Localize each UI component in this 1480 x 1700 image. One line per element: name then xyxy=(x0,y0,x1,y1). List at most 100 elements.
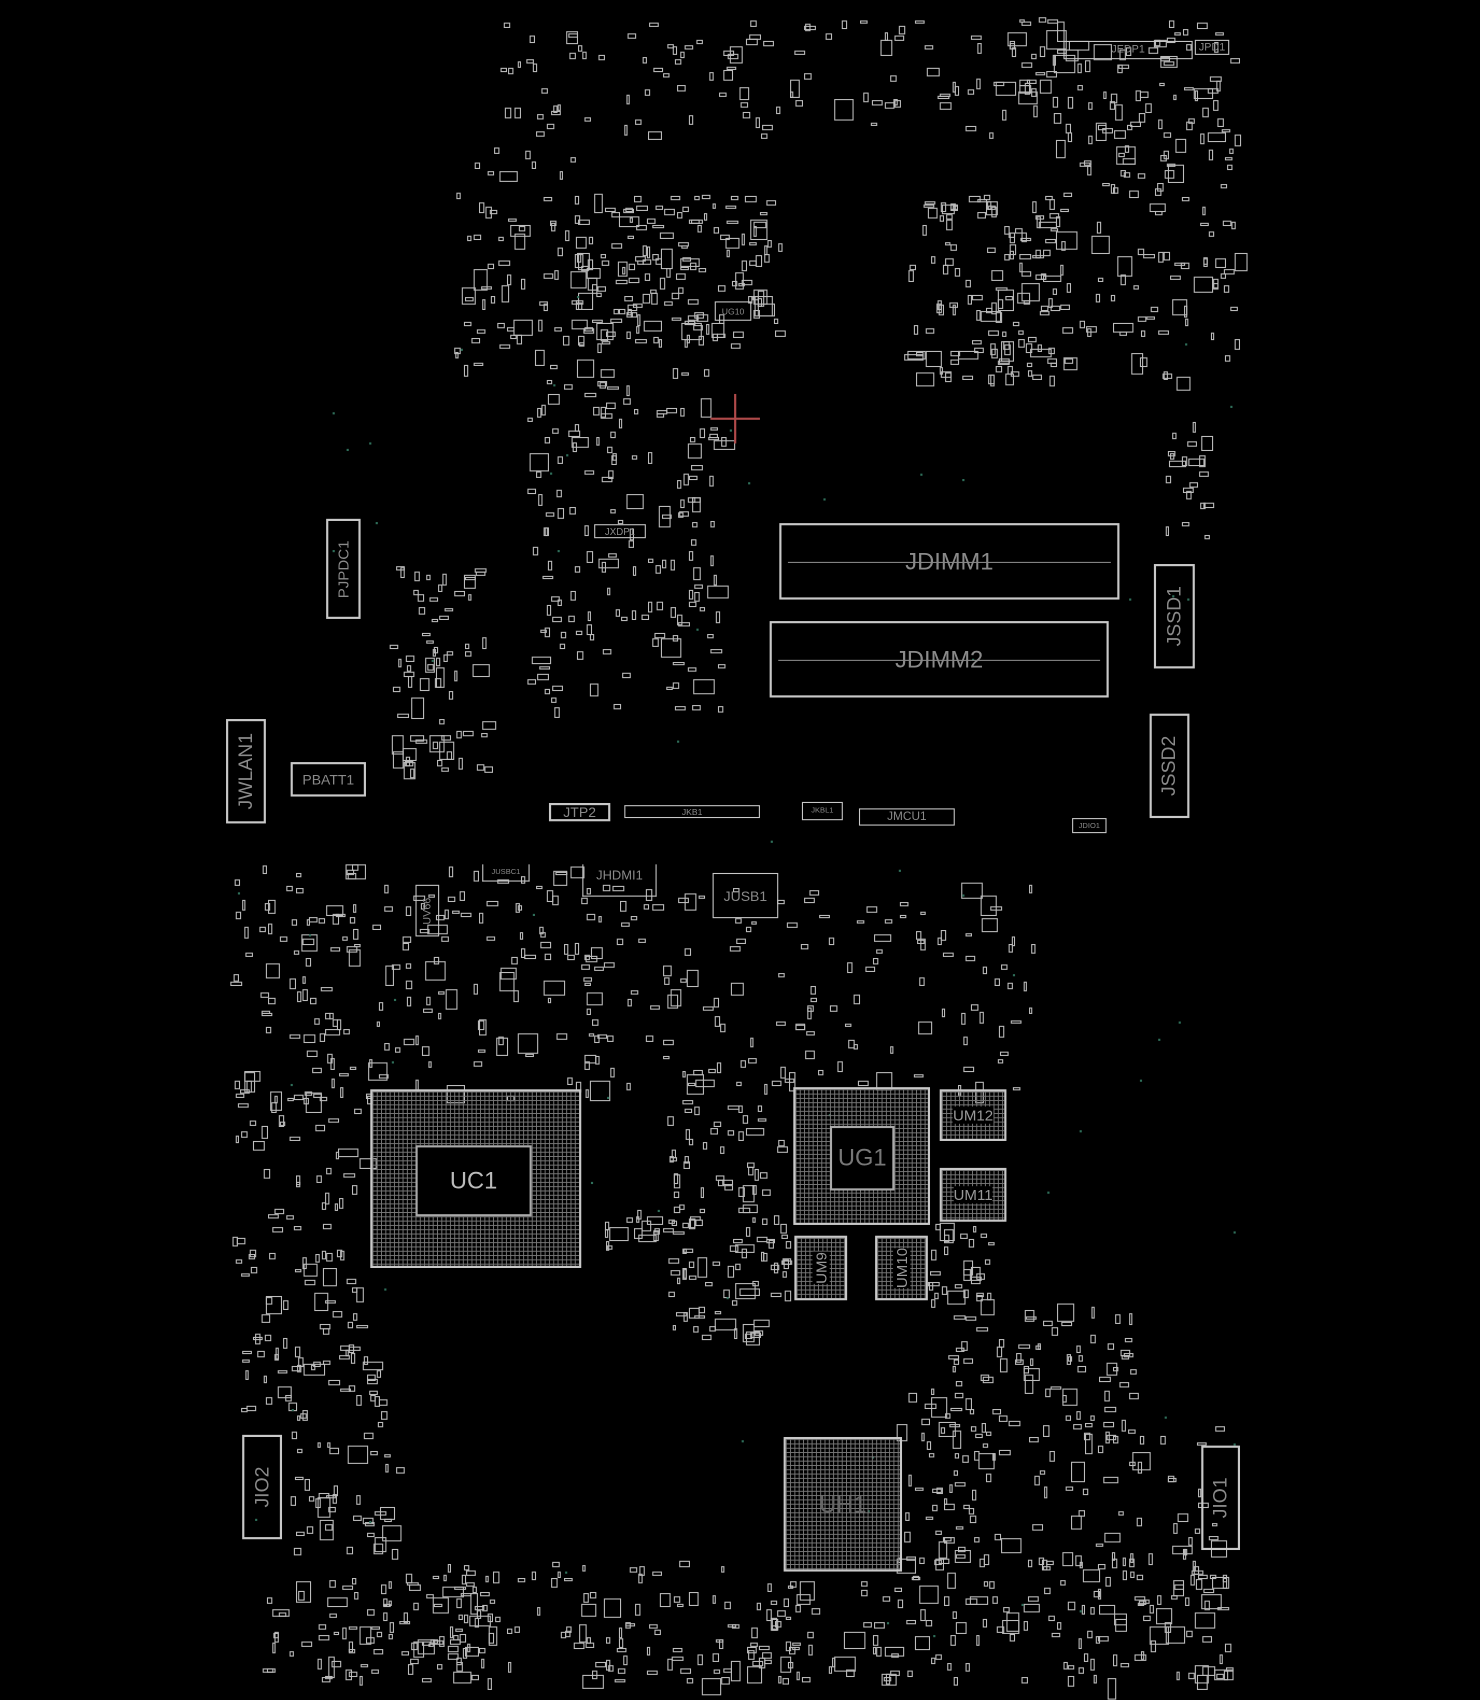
pad xyxy=(691,522,698,527)
pad xyxy=(1128,190,1140,198)
pad xyxy=(554,269,560,280)
pad xyxy=(432,741,438,750)
pad xyxy=(295,1181,301,1188)
pad xyxy=(724,1601,731,1610)
pad xyxy=(585,1089,590,1098)
pad xyxy=(289,1034,301,1039)
pad xyxy=(712,333,719,342)
chip-uv66[interactable]: UV66 xyxy=(415,884,440,937)
pad xyxy=(1067,132,1072,143)
pad xyxy=(235,1135,240,1143)
pad xyxy=(646,1646,651,1656)
pad xyxy=(466,235,472,242)
pad xyxy=(406,665,411,672)
pad xyxy=(1183,86,1194,91)
connector-jwlan1[interactable]: JWLAN1 xyxy=(226,719,266,824)
pad xyxy=(486,936,496,942)
pad xyxy=(787,1585,794,1589)
chip-ug1[interactable]: UG1 xyxy=(793,1087,931,1225)
via xyxy=(1047,1191,1050,1194)
pad xyxy=(582,51,587,60)
pad xyxy=(620,900,627,912)
pad xyxy=(917,940,925,944)
chip-um9[interactable]: UM9 xyxy=(794,1235,848,1301)
pad xyxy=(399,1620,411,1625)
connector-pjpdc1[interactable]: PJPDC1 xyxy=(326,518,361,619)
pad xyxy=(749,260,757,266)
connector-pbatt1[interactable]: PBATT1 xyxy=(290,762,366,797)
pad xyxy=(472,1586,478,1594)
pad xyxy=(296,1415,301,1422)
pad xyxy=(644,273,650,281)
via xyxy=(557,550,560,553)
pad xyxy=(408,1664,414,1675)
pad xyxy=(550,220,557,227)
pad xyxy=(1054,112,1062,125)
connector-jpd1[interactable]: JPD1 xyxy=(1194,39,1230,55)
connector-jusbc1[interactable]: JUSBC1 xyxy=(482,864,530,882)
pad xyxy=(356,1395,362,1406)
pad xyxy=(602,884,611,892)
pad xyxy=(286,885,293,892)
pad xyxy=(1124,1337,1133,1343)
pad xyxy=(1171,299,1187,316)
pad xyxy=(913,325,919,336)
pad xyxy=(1073,1424,1082,1430)
connector-jio2[interactable]: JIO2 xyxy=(242,1434,283,1540)
pad xyxy=(356,1287,364,1303)
label: JDIMM2 xyxy=(895,645,984,673)
pad xyxy=(565,230,570,242)
chip-uh1[interactable]: UH1 xyxy=(783,1436,903,1572)
pad xyxy=(606,587,611,596)
pad xyxy=(716,611,720,623)
pad xyxy=(1165,475,1172,484)
pad xyxy=(980,895,997,917)
pad xyxy=(1202,1666,1216,1676)
pad xyxy=(413,1603,419,1611)
pad xyxy=(780,1067,786,1079)
pad xyxy=(1018,1344,1031,1349)
pad xyxy=(662,965,672,977)
connector-jtp2[interactable]: JTP2 xyxy=(548,802,611,822)
connector-jxdp1[interactable]: JXDP1 xyxy=(594,524,646,539)
pad xyxy=(438,719,445,725)
pad xyxy=(904,1531,911,1543)
connector-jedp1[interactable]: JEDP1 xyxy=(1063,40,1193,60)
pad xyxy=(388,1600,393,1607)
pad xyxy=(439,1636,445,1647)
connector-jio1[interactable]: JIO1 xyxy=(1201,1445,1241,1551)
pad xyxy=(696,39,704,44)
connector-jhdmi1[interactable]: JHDMI1 xyxy=(582,864,657,897)
pad xyxy=(1225,355,1231,362)
chip-um10[interactable]: UM10 xyxy=(875,1235,928,1301)
pad xyxy=(741,1249,748,1259)
pad xyxy=(954,1677,958,1686)
pad xyxy=(623,296,634,302)
chip-uc1[interactable]: UC1 xyxy=(370,1089,582,1268)
pad xyxy=(532,63,537,72)
chip-um11[interactable]: UM11 xyxy=(939,1167,1007,1222)
connector-jssd1[interactable]: JSSD1 xyxy=(1153,564,1195,669)
pad xyxy=(939,215,945,222)
pad xyxy=(671,1220,678,1226)
pad xyxy=(438,1013,442,1020)
pad xyxy=(406,996,412,1007)
connector-jmcu1[interactable]: JMCU1 xyxy=(858,808,955,826)
pad xyxy=(746,1646,757,1654)
connector-jdimm2[interactable]: JDIMM2 xyxy=(769,621,1109,698)
pad xyxy=(675,59,682,65)
pad xyxy=(589,683,598,697)
connector-jdimm1[interactable]: JDIMM1 xyxy=(779,523,1120,600)
connector-jkb1[interactable]: JKB1 xyxy=(624,805,760,819)
connector-jssd2[interactable]: JSSD2 xyxy=(1149,713,1190,819)
pad xyxy=(1203,1588,1215,1593)
chip-ug10[interactable]: UG10 xyxy=(714,301,752,321)
connector-jdio1[interactable]: JDIO1 xyxy=(1072,818,1107,834)
pad xyxy=(942,1286,948,1295)
pad xyxy=(754,1168,759,1181)
chip-um12[interactable]: UM12 xyxy=(939,1089,1007,1141)
pad xyxy=(810,985,816,995)
connector-jusb1[interactable]: JUSB1 xyxy=(712,872,779,919)
connector-jkbl1[interactable]: JKBL1 xyxy=(801,801,843,821)
